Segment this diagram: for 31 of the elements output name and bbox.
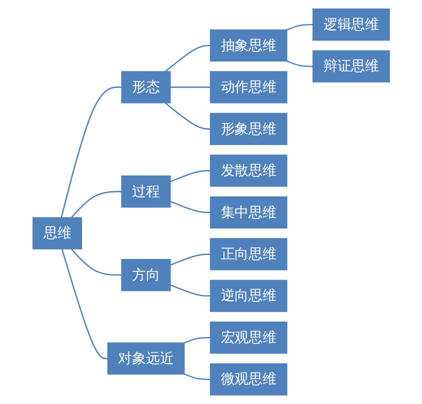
node-box: 逻辑思维 — [312, 8, 390, 41]
connector — [286, 24, 313, 31]
connector — [70, 248, 122, 276]
connector — [170, 254, 210, 266]
connector — [170, 284, 210, 297]
node-box: 形态 — [121, 71, 171, 104]
connector — [170, 200, 210, 214]
connector — [170, 86, 210, 88]
connector — [61, 248, 108, 360]
node-box: 思维 — [32, 217, 82, 250]
node-box: 逆向思维 — [210, 280, 288, 312]
node-box: 宏观思维 — [210, 322, 288, 354]
node-box: 对象远近 — [107, 342, 184, 375]
connector — [164, 44, 210, 72]
node-box: 抽象思维 — [210, 29, 288, 62]
connector — [70, 190, 122, 218]
node-box: 微观思维 — [210, 363, 288, 396]
connector — [184, 336, 210, 344]
node-box: 动作思维 — [210, 71, 288, 104]
node-box: 发散思维 — [210, 154, 288, 187]
node-box: 形象思维 — [210, 112, 288, 146]
node-box: 过程 — [121, 175, 171, 208]
node-box: 集中思维 — [210, 196, 288, 229]
connector — [164, 102, 210, 130]
node-box: 方向 — [121, 258, 171, 292]
connector — [184, 373, 210, 380]
connector — [60, 86, 122, 218]
node-box: 辩证思维 — [312, 50, 390, 82]
node-box: 正向思维 — [210, 238, 288, 270]
connector — [170, 170, 210, 182]
connector — [286, 60, 313, 67]
